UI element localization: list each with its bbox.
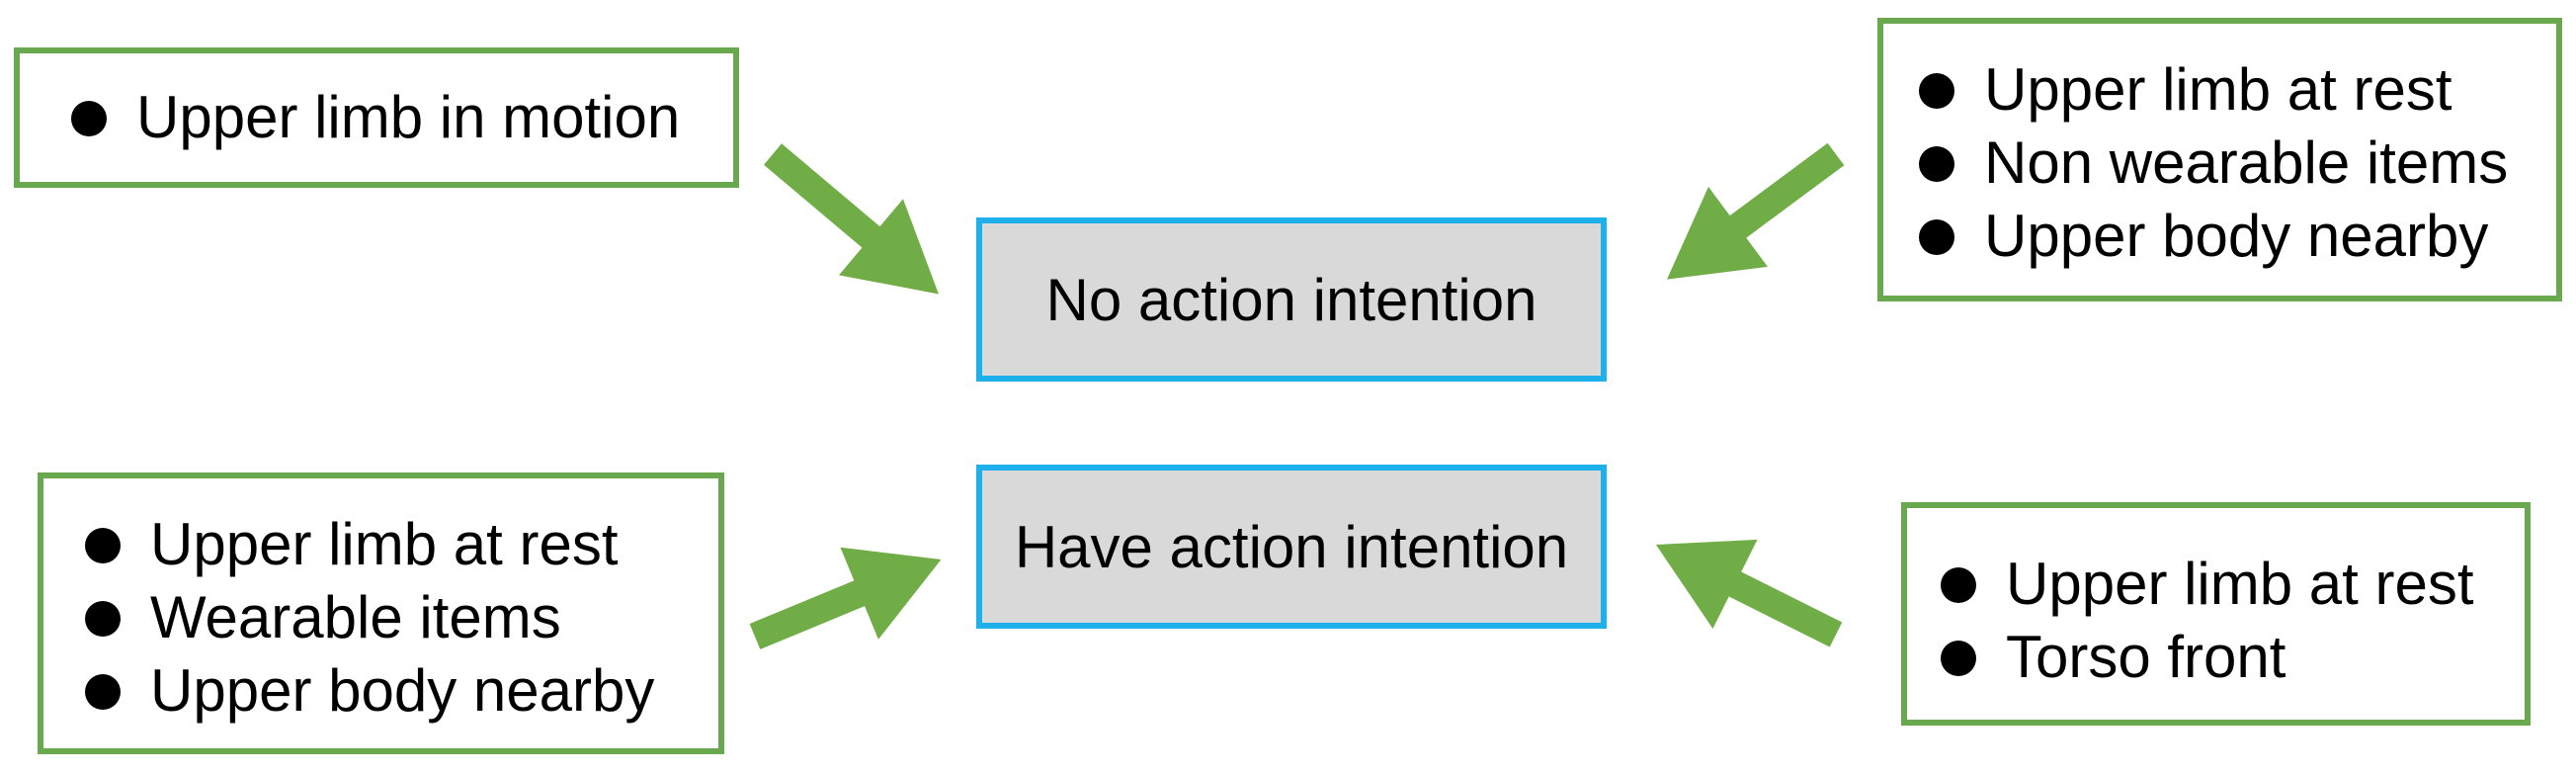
state-box-no-action-intention: No action intention [976, 217, 1607, 382]
arrow-icon [1667, 142, 1845, 280]
bullet-icon [1919, 219, 1954, 255]
condition-box-torso-front-cues: Upper limb at rest Torso front [1901, 502, 2531, 726]
condition-label: Wearable items [150, 584, 561, 650]
bullet-icon [1941, 567, 1976, 603]
bullet-icon [85, 674, 121, 710]
bullet-icon [85, 601, 121, 637]
bullet-icon [1941, 641, 1976, 676]
condition-label: Torso front [2006, 624, 2286, 690]
state-label: No action intention [1045, 266, 1537, 333]
bullet-icon [1919, 146, 1954, 182]
condition-label: Upper limb at rest [1984, 56, 2452, 123]
condition-label: Non wearable items [1984, 129, 2509, 196]
condition-item: Upper body nearby [73, 654, 718, 728]
condition-label: Upper body nearby [1984, 203, 2489, 269]
condition-label: Upper limb in motion [136, 84, 681, 150]
condition-label: Upper body nearby [150, 657, 655, 724]
bullet-icon [1919, 73, 1954, 109]
bullet-icon [71, 101, 107, 136]
condition-list: Upper limb at rest Wearable items Upper … [73, 508, 718, 728]
state-label: Have action intention [1014, 513, 1569, 580]
condition-item: Non wearable items [1907, 127, 2556, 200]
condition-box-no-action-cues: Upper limb at rest Non wearable items Up… [1877, 18, 2562, 301]
bullet-icon [85, 528, 121, 563]
condition-box-upper-limb-in-motion: Upper limb in motion [14, 47, 739, 188]
arrow-icon [1655, 539, 1843, 647]
condition-item: Upper body nearby [1907, 200, 2556, 273]
condition-list: Upper limb at rest Non wearable items Up… [1907, 53, 2556, 273]
condition-box-wearable-cues: Upper limb at rest Wearable items Upper … [38, 472, 724, 754]
condition-item: Wearable items [73, 581, 718, 654]
condition-item: Upper limb at rest [1929, 548, 2525, 621]
condition-item: Upper limb at rest [1907, 53, 2556, 127]
condition-list: Upper limb at rest Torso front [1929, 548, 2525, 694]
condition-item: Upper limb at rest [73, 508, 718, 581]
arrow-icon [763, 143, 939, 295]
condition-item: Torso front [1929, 621, 2525, 694]
condition-label: Upper limb at rest [2006, 551, 2474, 617]
condition-item: Upper limb in motion [59, 81, 733, 154]
condition-list: Upper limb in motion [59, 81, 733, 154]
state-box-have-action-intention: Have action intention [976, 465, 1607, 629]
arrow-icon [749, 547, 942, 649]
condition-label: Upper limb at rest [150, 511, 619, 577]
